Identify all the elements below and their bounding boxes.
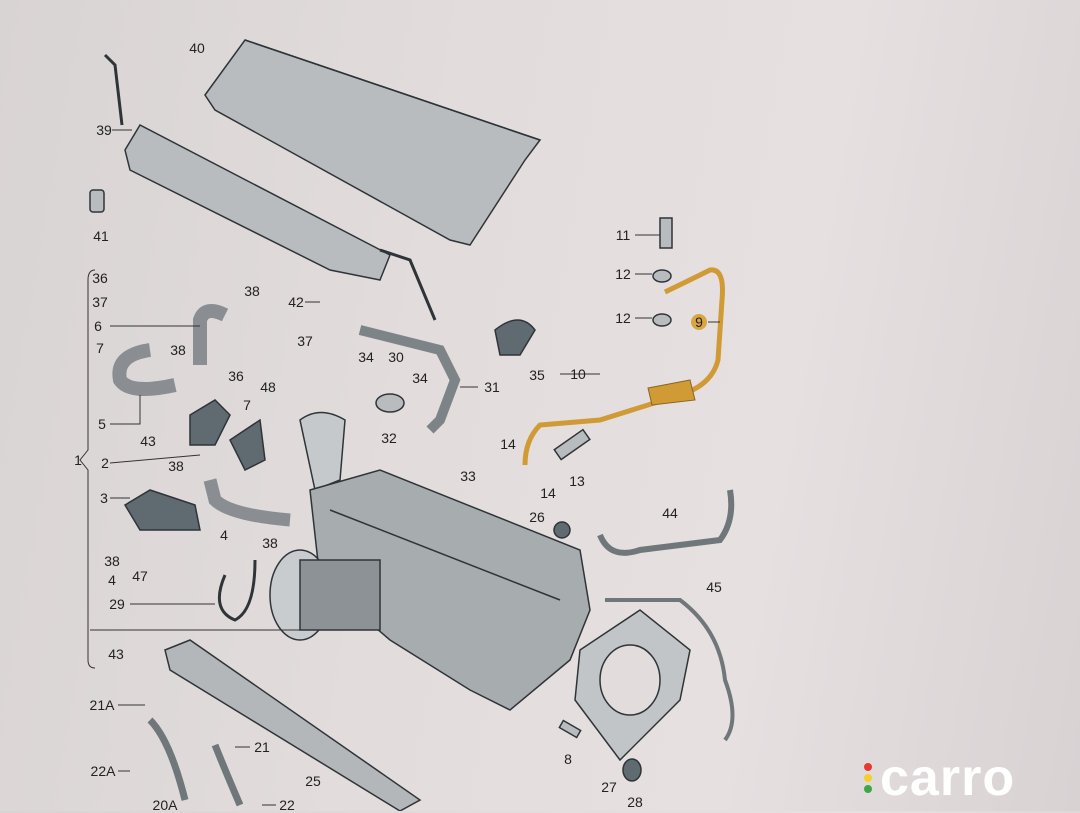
part-number-label: 36 xyxy=(92,270,108,286)
part-number-label: 40 xyxy=(189,40,205,56)
part-number-label: 29 xyxy=(109,596,125,612)
valve-part xyxy=(189,399,231,446)
manifold-gasket-part xyxy=(164,639,422,811)
bracket-part xyxy=(229,418,266,472)
hose-part xyxy=(358,325,461,434)
part-number-label: 22 xyxy=(279,797,295,813)
part-number-label: 45 xyxy=(706,579,722,595)
part-number-label: 6 xyxy=(94,318,102,334)
part-number-label: 47 xyxy=(132,568,148,584)
part-number-label: 34 xyxy=(412,370,428,386)
part-number-label: 48 xyxy=(260,379,276,395)
carro-watermark: carro xyxy=(864,752,1015,804)
part-number-label: 42 xyxy=(288,294,304,310)
part-number-label: 38 xyxy=(170,342,186,358)
bracket-rail-part xyxy=(124,124,391,281)
pipe-part xyxy=(211,743,244,807)
part-number-label: 43 xyxy=(108,646,124,662)
green-dot xyxy=(864,785,872,793)
part-number-label: 39 xyxy=(96,122,112,138)
part-number-label: 10 xyxy=(570,366,586,382)
part-number-label: 12 xyxy=(615,310,631,326)
part-number-label: 41 xyxy=(93,228,109,244)
oil-pipe-part xyxy=(605,598,735,742)
part-number-label: 5 xyxy=(98,416,106,432)
bolt-part xyxy=(89,189,105,213)
part-number-label: 38 xyxy=(168,458,184,474)
red-dot xyxy=(864,763,872,771)
part-number-label: 38 xyxy=(262,535,278,551)
part-number-label: 38 xyxy=(104,553,120,569)
part-number-label: 13 xyxy=(569,473,585,489)
seal-ring-part xyxy=(217,559,257,622)
part-number-label: 26 xyxy=(529,509,545,525)
part-number-label: 28 xyxy=(627,794,643,810)
part-number-label: 44 xyxy=(662,505,678,521)
part-number-label: 14 xyxy=(500,436,516,452)
part-number-label: 32 xyxy=(381,430,397,446)
part-number-label: 37 xyxy=(92,294,108,310)
part-number-label: 4 xyxy=(220,527,228,543)
part-number-label: 9 xyxy=(691,314,707,330)
part-number-label: 8 xyxy=(564,751,572,767)
hose-part xyxy=(203,478,291,527)
part-number-label: 21 xyxy=(254,739,270,755)
part-number-label: 7 xyxy=(243,397,251,413)
part-number-label: 25 xyxy=(305,773,321,789)
part-number-label: 37 xyxy=(297,333,313,349)
part-number-label: 14 xyxy=(540,485,556,501)
part-number-label: 36 xyxy=(228,368,244,384)
bracket-part xyxy=(494,319,536,356)
part-number-label: 3 xyxy=(100,490,108,506)
part-number-label: 11 xyxy=(615,227,631,243)
part-number-label: 43 xyxy=(140,433,156,449)
hose-part xyxy=(193,304,229,365)
part-number-label: 35 xyxy=(529,367,545,383)
part-number-label: 34 xyxy=(358,349,374,365)
part-number-label: 12 xyxy=(615,266,631,282)
part-number-label: 30 xyxy=(388,349,404,365)
oil-feed-pipe-highlighted xyxy=(522,267,725,466)
part-number-label: 21A xyxy=(89,697,115,713)
hose-part xyxy=(112,343,177,396)
part-number-label: 7 xyxy=(96,340,104,356)
yellow-dot xyxy=(864,774,872,782)
part-number-label: 33 xyxy=(460,468,476,484)
part-number-label: 20A xyxy=(152,797,178,813)
watermark-text: carro xyxy=(880,749,1016,807)
traffic-light-icon xyxy=(864,763,872,793)
part-number-label: 31 xyxy=(484,379,500,395)
part-number-label: 22A xyxy=(90,763,116,779)
part-number-label: 4 xyxy=(108,572,116,588)
part-number-label: 27 xyxy=(601,779,617,795)
pipe-part xyxy=(147,717,189,801)
turbo-inlet-part xyxy=(299,411,346,492)
part-number-label: 1 xyxy=(74,452,82,468)
part-number-label: 38 xyxy=(244,283,260,299)
part-number-label: 2 xyxy=(101,455,109,471)
oil-pipe-part xyxy=(597,489,735,556)
actuator-part xyxy=(123,489,201,531)
